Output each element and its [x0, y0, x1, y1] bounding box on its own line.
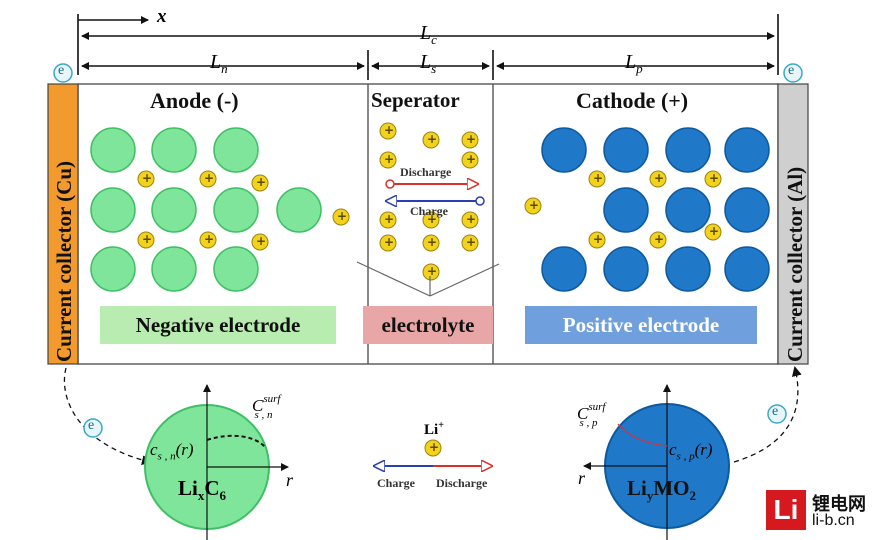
watermark-logo-icon: Li [773, 494, 799, 525]
lithium-ions [137, 122, 722, 457]
legend-charge-text: Charge [377, 476, 415, 490]
ion-plus-sign: + [427, 235, 438, 249]
ion-plus-sign: + [204, 232, 215, 246]
positive-electrode-label: Positive electrode [562, 313, 720, 337]
dim-lc-label: Lc [420, 22, 437, 47]
legend-discharge-text: Discharge [436, 476, 488, 490]
ion-plus-sign: + [427, 212, 438, 226]
ion-plus-sign: + [466, 152, 477, 166]
positive-electrode-box [525, 306, 757, 344]
ion-plus-sign: + [384, 212, 395, 226]
ion-plus-sign: + [466, 212, 477, 226]
ion-plus-sign: + [427, 132, 438, 146]
cathode-particles [541, 127, 770, 292]
ion-plus-sign: + [709, 171, 720, 185]
ion-plus-sign: + [654, 171, 665, 185]
dimension-lines [77, 14, 779, 80]
li-ion-legend-label: Li+ [424, 420, 444, 438]
electron-bottom-right [767, 404, 787, 424]
anode-concentration-curve [206, 434, 266, 448]
cathode-r-axis-label: r [578, 468, 586, 488]
discharge-arrow-tail [385, 179, 395, 189]
ion-plus-sign: + [256, 175, 267, 189]
ion-plus-sign: + [466, 235, 477, 249]
negative-electrode-box [100, 306, 336, 344]
charge-text: Charge [410, 204, 448, 218]
left-collector-label: Current collector (Cu) [52, 161, 76, 362]
electron-label-bottom-right: e [772, 404, 779, 419]
dim-x-label: x [157, 6, 167, 27]
dim-ls-label: Ls [420, 51, 437, 76]
cathode-center-concentration: cs , p(r) [669, 440, 713, 463]
ion-plus-sign: + [709, 224, 720, 238]
ion-plus-sign: + [384, 123, 395, 137]
electrolyte-label: electrolyte [381, 313, 475, 337]
ion-plus-sign: + [593, 171, 604, 185]
watermark-name: 锂电网 [812, 494, 866, 514]
watermark-url: li-b.cn [812, 512, 855, 529]
dim-ln-label: Ln [210, 51, 228, 76]
anode-center-concentration: cs , n(r) [150, 440, 194, 463]
anode-r-axis-label: r [286, 470, 294, 490]
cathode-concentration-curve [617, 423, 668, 447]
electron-label-top-right: e [788, 63, 795, 78]
cathode-title: Cathode (+) [576, 88, 689, 113]
electron-bottom-left [83, 418, 103, 438]
anode-surface-concentration: Csurfs , n [252, 393, 281, 421]
negative-electrode-label: Negative electrode [135, 313, 301, 337]
electrolyte-pointers [356, 261, 500, 297]
ion-plus-sign: + [204, 171, 215, 185]
ion-plus-sign: + [142, 171, 153, 185]
ion-plus-sign: + [429, 440, 440, 454]
right-collector-label: Current collector (Al) [783, 166, 807, 362]
ion-plus-sign: + [384, 152, 395, 166]
right-electron-path [733, 366, 802, 463]
ion-plus-sign: + [256, 234, 267, 248]
left-electron-path [63, 367, 152, 465]
right-collector-bar [777, 83, 809, 365]
charge-arrow-tail [475, 196, 485, 206]
electron-top-left [53, 63, 73, 83]
ion-plus-sign: + [466, 132, 477, 146]
electron-label-bottom-left: e [88, 418, 95, 433]
ion-plus-sign: + [654, 232, 665, 246]
ion-plus-sign: + [427, 264, 438, 278]
electron-top-right [783, 63, 803, 83]
dim-lp-label: Lp [625, 51, 643, 76]
cathode-surface-concentration: Csurfs , p [577, 401, 606, 429]
anode-particles [90, 127, 322, 292]
anode-formula: LixC6 [178, 476, 227, 504]
left-collector-bar [47, 83, 79, 365]
cathode-formula: LiyMO2 [627, 476, 696, 504]
watermark-logo-box [766, 490, 806, 530]
electrolyte-box [363, 306, 493, 344]
separator-title: Seperator [371, 88, 460, 112]
ion-plus-sign: + [337, 209, 348, 223]
electron-label-top-left: e [58, 63, 65, 78]
anode-title: Anode (-) [150, 88, 239, 113]
ion-plus-sign: + [142, 232, 153, 246]
ion-plus-sign: + [384, 235, 395, 249]
ion-plus-sign: + [593, 232, 604, 246]
ion-plus-sign: + [529, 198, 540, 212]
discharge-text: Discharge [400, 165, 452, 179]
